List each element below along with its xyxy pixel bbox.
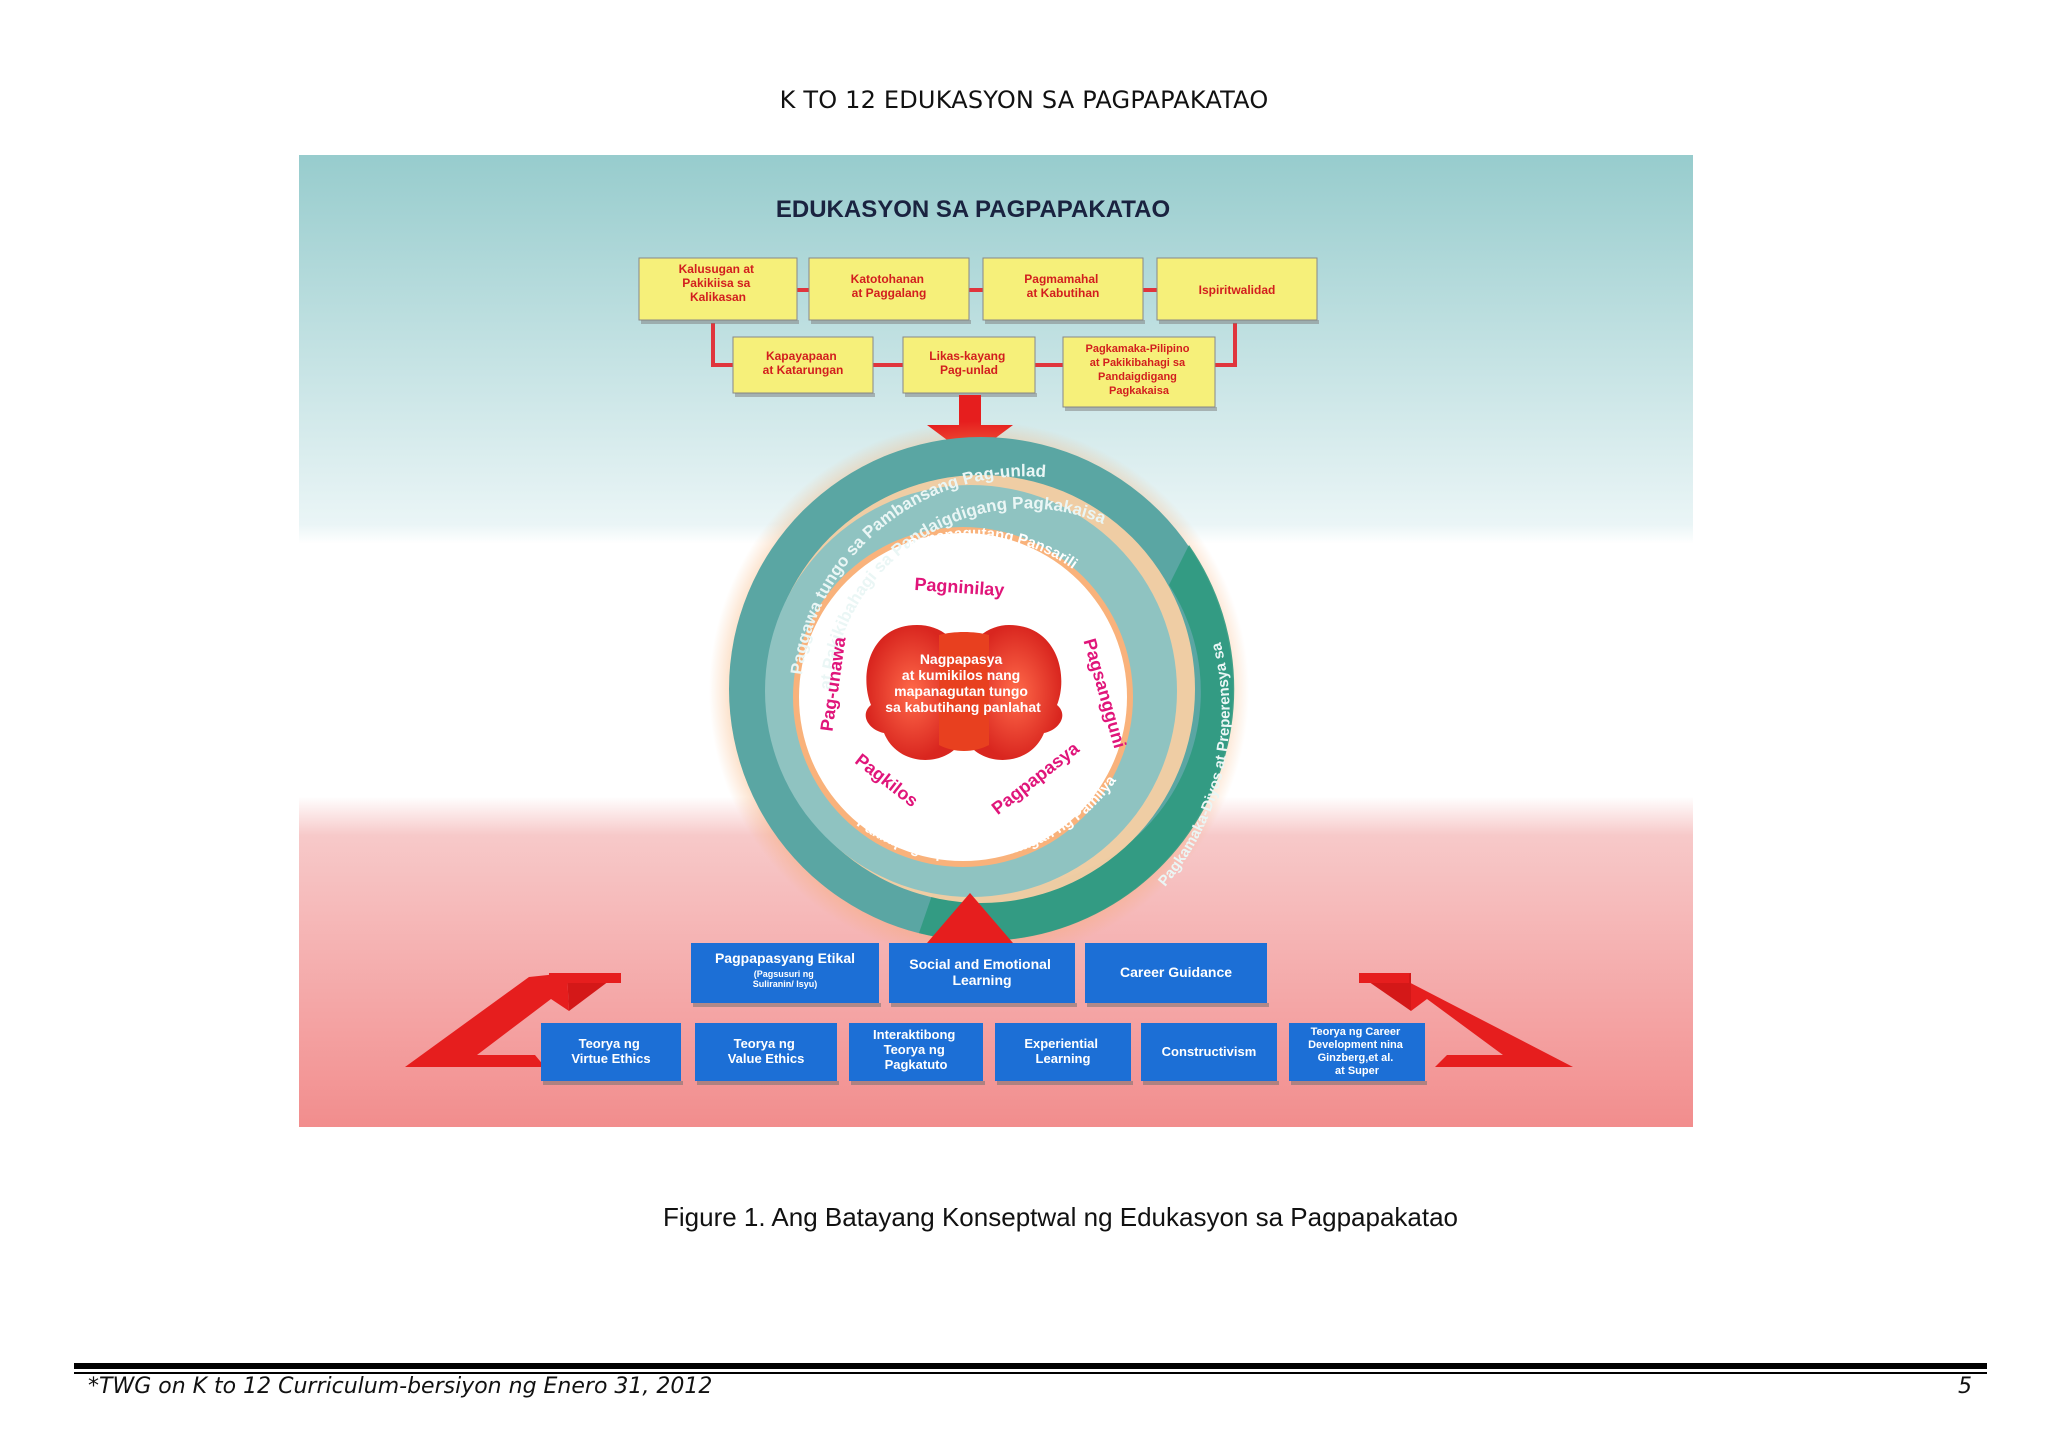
svg-text:Interaktibong Teorya ng: Interaktibong Teorya ng Pagkatuto xyxy=(873,1027,959,1072)
approach-box-2: Social and Emotional Learning xyxy=(889,943,1077,1007)
theory-box-5: Constructivism xyxy=(1141,1023,1279,1085)
value-box-4: Ispiritwalidad xyxy=(1156,257,1319,324)
theory-box-6: Teorya ng Career Development nina Ginzbe… xyxy=(1289,1023,1427,1085)
footer-rule-thick xyxy=(74,1363,1987,1369)
svg-text:Experiential Learning: Experiential Learning xyxy=(1024,1036,1101,1066)
approach-box-3: Career Guidance xyxy=(1085,943,1269,1007)
svg-text:Pagpapasyang Etikal: Pagpapasyang Etikal xyxy=(715,950,855,966)
svg-text:Constructivism: Constructivism xyxy=(1162,1044,1257,1059)
concept-figure: EDUKASYON SA PAGPAPAKATAO Kalusugan at P… xyxy=(299,155,1693,1127)
figure-title: EDUKASYON SA PAGPAPAKATAO xyxy=(776,196,1170,223)
page-number: 5 xyxy=(1958,1374,1972,1399)
figure-caption: Figure 1. Ang Batayang Konseptwal ng Edu… xyxy=(663,1202,1459,1232)
theory-box-2: Teorya ng Value Ethics xyxy=(695,1023,839,1085)
svg-text:Career Guidance: Career Guidance xyxy=(1120,964,1232,980)
theory-box-4: Experiential Learning xyxy=(995,1023,1133,1085)
svg-text:(Pagsusuri ng Suliranin/: (Pagsusuri ng Suliranin/ Isyu) xyxy=(753,969,818,989)
svg-text:Pagkamaka-Pilipino at Pa: Pagkamaka-Pilipino at Pakikibahagi sa Pa… xyxy=(1086,343,1193,397)
svg-text:Teorya ng Virtue Ethics: Teorya ng Virtue Ethics xyxy=(571,1036,650,1066)
center-text: Nagpapasya at kumikilos nang mapanagutan… xyxy=(885,651,1041,715)
value-box-2: Katotohanan at Paggalang xyxy=(808,257,971,324)
svg-text:Teorya ng Career Develop: Teorya ng Career Development nina Ginzbe… xyxy=(1308,1026,1406,1077)
value-box-5: Kapayapaan at Katarungan xyxy=(732,336,875,397)
footer-text: *TWG on K to 12 Curriculum-bersiyon ng E… xyxy=(88,1374,713,1399)
heads-icon xyxy=(865,625,1063,760)
approach-box-1: Pagpapasyang Etikal (Pagsusuri ng Sulira… xyxy=(691,943,881,1007)
svg-text:Social and Emotional Lea: Social and Emotional Learning xyxy=(909,956,1054,988)
svg-text:Ispiritwalidad: Ispiritwalidad xyxy=(1199,283,1276,297)
top-connectors xyxy=(711,288,1237,367)
svg-text:Kalusugan at Pakikiisa s: Kalusugan at Pakikiisa sa Kalikasan xyxy=(679,262,758,304)
concept-diagram: EDUKASYON SA PAGPAPAKATAO Kalusugan at P… xyxy=(299,155,1693,1127)
left-side-arrow xyxy=(405,973,621,1067)
right-side-arrow xyxy=(1359,973,1573,1067)
theory-box-1: Teorya ng Virtue Ethics xyxy=(541,1023,683,1085)
value-box-1: Kalusugan at Pakikiisa sa Kalikasan xyxy=(638,257,799,324)
svg-text:Teorya ng Value Ethics: Teorya ng Value Ethics xyxy=(728,1036,805,1066)
svg-text:Pagmamahal at Kabutihan: Pagmamahal at Kabutihan xyxy=(1024,272,1101,300)
value-box-7: Pagkamaka-Pilipino at Pakikibahagi sa Pa… xyxy=(1062,336,1217,411)
page-header: K TO 12 EDUKASYON SA PAGPAPAKATAO xyxy=(779,86,1269,114)
value-box-6: Likas-kayang Pag-unlad xyxy=(902,336,1037,397)
svg-text:Likas-kayang Pag-unlad: Likas-kayang Pag-unlad xyxy=(929,349,1008,377)
footer-rule-thin xyxy=(74,1372,1987,1374)
value-box-3: Pagmamahal at Kabutihan xyxy=(982,257,1145,324)
theory-box-3: Interaktibong Teorya ng Pagkatuto xyxy=(849,1023,985,1085)
svg-text:Katotohanan at Paggalang: Katotohanan at Paggalang xyxy=(851,272,928,300)
svg-text:Kapayapaan at Katarungan: Kapayapaan at Katarungan xyxy=(763,349,844,377)
